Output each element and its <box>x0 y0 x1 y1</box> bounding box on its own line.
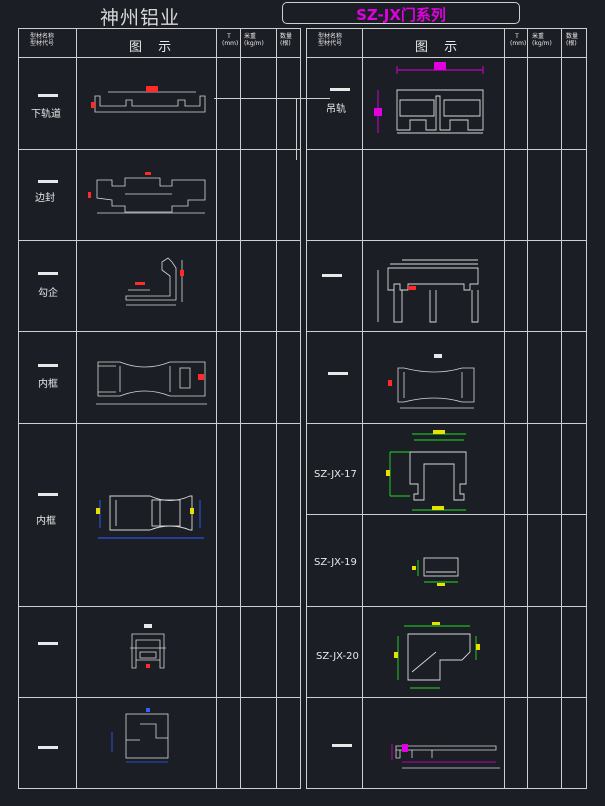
col-header-type-line2: 型材代号 <box>30 40 55 47</box>
name-markers <box>38 88 352 749</box>
figure-sz-jx-20 <box>394 622 480 689</box>
col-header-qty-right: 数量 (根) <box>566 33 578 47</box>
figure-profile-6 <box>130 624 166 669</box>
col-header-weight-right: 米重 (kg/m) <box>532 33 552 47</box>
col-header-qty-right-unit: (根) <box>566 40 577 47</box>
col-header-qty-right-label: 数量 <box>566 33 579 40</box>
col-header-weight-right-unit: (kg/m) <box>532 40 552 47</box>
col-header-t-right-label: T <box>515 33 519 40</box>
row-name-inner-frame-1: 内框 <box>38 379 58 390</box>
figure-profile-r4 <box>388 354 475 409</box>
figure-inner-frame-2 <box>96 495 204 539</box>
figure-hanging-rail <box>374 62 484 134</box>
row-name-sz-jx-20: SZ-JX-20 <box>316 651 359 662</box>
figure-sz-jx-17 <box>386 430 467 511</box>
row-name-side-seal: 边封 <box>35 193 55 204</box>
col-header-qty-label: 数量 <box>280 33 293 40</box>
col-header-t: T (mm) <box>222 33 239 47</box>
col-header-weight-unit: (kg/m) <box>244 40 264 47</box>
col-header-t-right: T (mm) <box>510 33 527 47</box>
figure-sz-jx-19 <box>412 557 459 586</box>
company-title: 神州铝业 <box>100 7 181 29</box>
table-grid <box>18 28 587 789</box>
col-header-type-right-line2: 型材代号 <box>318 40 343 47</box>
col-header-figure-right: 图 示 <box>415 40 464 55</box>
figure-hook <box>125 257 184 306</box>
row-name-sz-jx-17: SZ-JX-17 <box>314 469 357 480</box>
figure-side-seal <box>88 172 206 214</box>
col-header-qty: 数量 (根) <box>280 33 292 47</box>
col-header-figure: 图 示 <box>129 40 178 55</box>
row-name-sz-jx-19: SZ-JX-19 <box>314 557 357 568</box>
col-header-type-line1: 型材名称 <box>30 33 55 40</box>
row-name-hook: 勾企 <box>38 288 58 299</box>
col-header-type-right-line1: 型材名称 <box>318 33 343 40</box>
row-name-hanging-rail: 吊轨 <box>326 104 346 115</box>
figure-profile-7 <box>111 708 169 763</box>
col-header-qty-unit: (根) <box>280 40 291 47</box>
figure-lower-rail <box>91 86 206 113</box>
col-header-weight: 米重 (kg/m) <box>244 33 264 47</box>
col-header-t-label: T <box>227 33 231 40</box>
col-header-t-right-unit: (mm) <box>510 40 527 47</box>
row-name-inner-frame-2: 内框 <box>36 516 56 527</box>
col-header-weight-right-label: 米重 <box>532 33 545 40</box>
col-header-type: 型材名称 型材代号 <box>30 33 54 47</box>
figure-profile-r8 <box>391 744 500 769</box>
series-title-box: SZ-JX门系列 <box>282 2 520 24</box>
series-title: SZ-JX门系列 <box>356 6 446 24</box>
col-header-type-right: 型材名称 型材代号 <box>318 33 342 47</box>
figure-profile-r3 <box>377 259 479 323</box>
row-name-lower-rail: 下轨道 <box>31 109 61 120</box>
figure-inner-frame-1 <box>96 361 207 405</box>
col-header-weight-label: 米重 <box>244 33 257 40</box>
col-header-t-unit: (mm) <box>222 40 239 47</box>
